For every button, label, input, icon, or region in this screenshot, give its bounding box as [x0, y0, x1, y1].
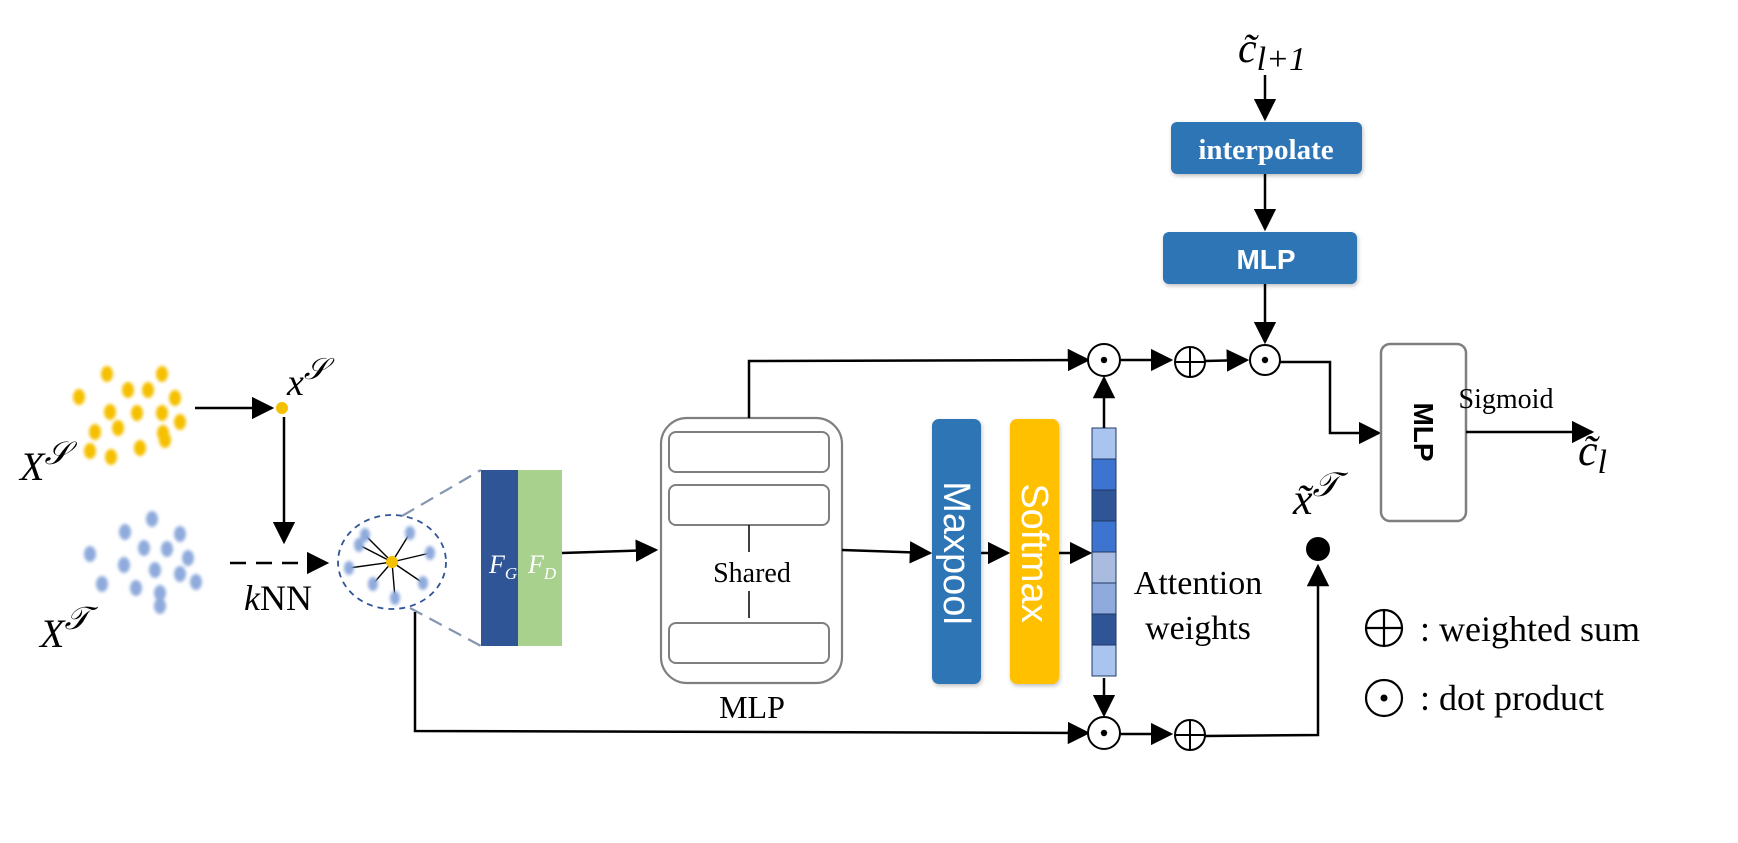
- bottom-weighted-sum-operator: [1174, 719, 1206, 751]
- attention-weight-cell: [1091, 489, 1117, 522]
- target-point-cloud: [84, 511, 202, 614]
- mlp-layer-2: [668, 484, 830, 526]
- attention-weight-cell: [1091, 458, 1117, 491]
- source-set-label: X𝒮: [18, 435, 77, 489]
- c-out-label: c̃l: [1578, 426, 1607, 481]
- zoom-line-top: [401, 469, 482, 517]
- right-mlp-label: MLP: [1408, 402, 1439, 461]
- shared-mlp-block: [659, 416, 844, 685]
- source-point-label: x𝒮: [286, 353, 335, 404]
- mlp-layer-1: [668, 431, 830, 473]
- target-set-label: X𝒯: [38, 600, 98, 656]
- feature-fd-label: FD: [527, 550, 557, 583]
- x-tilde-label: x̃𝒯: [1292, 467, 1349, 524]
- selected-source-point: [276, 402, 288, 414]
- x-tilde-output-point: [1306, 537, 1330, 561]
- mlp-to-top-dot-arrow: [747, 348, 1091, 418]
- dot-to-right-mlp-arrow: [1280, 360, 1382, 445]
- top-dot-product-operator: [1087, 343, 1121, 377]
- mlp-to-maxpool-arrow: [841, 541, 933, 564]
- top-weighted-sum-operator: [1174, 346, 1206, 378]
- legend: : weighted sum : dot product: [1364, 608, 1640, 718]
- interpolate-block: [1171, 122, 1362, 174]
- attention-label-line2: weights: [1145, 610, 1251, 647]
- knn-neighborhood: [337, 514, 447, 610]
- legend-dot-product-symbol: [1364, 678, 1404, 718]
- feature-to-mlp-arrow: [561, 539, 659, 562]
- attention-weight-cell: [1091, 551, 1117, 584]
- sigmoid-label: Sigmoid: [1459, 384, 1554, 415]
- attention-weight-cell: [1091, 427, 1117, 460]
- legend-weighted-sum-text: : weighted sum: [1420, 609, 1640, 649]
- attention-weight-cell: [1091, 644, 1117, 677]
- attention-weight-cell: [1091, 613, 1117, 646]
- attention-weights-column: [1091, 427, 1117, 677]
- feature-fg-label: FG: [488, 550, 517, 583]
- right-dot-product-operator: [1249, 344, 1281, 376]
- attention-weight-cell: [1091, 520, 1117, 553]
- legend-dot-product-text: : dot product: [1420, 678, 1604, 718]
- bottom-dot-product-operator: [1087, 716, 1121, 750]
- sum-to-right-dot-arrow: [1204, 349, 1250, 372]
- maxpool-label: Maxpool: [935, 481, 977, 625]
- softmax-block: [1010, 419, 1059, 684]
- mlp-caption: MLP: [719, 689, 785, 725]
- attention-label-line1: Attention: [1134, 565, 1262, 602]
- top-mlp-block: [1163, 232, 1357, 284]
- zoom-line-bottom: [409, 607, 482, 647]
- interpolate-label: interpolate: [1198, 134, 1333, 166]
- feature-fg-block: [481, 470, 518, 646]
- top-mlp-label: MLP: [1236, 244, 1295, 275]
- sum-to-x-tilde-arrow: [1204, 563, 1330, 738]
- mlp-layer-3: [668, 622, 830, 664]
- shared-label: Shared: [713, 558, 791, 589]
- attention-weight-cell: [1091, 582, 1117, 615]
- c-next-label: c̃l+1: [1238, 26, 1306, 78]
- neighborhood-to-bottom-dot-arrow: [413, 612, 1091, 745]
- feature-fd-block: [518, 470, 562, 646]
- legend-weighted-sum-symbol: [1364, 608, 1404, 648]
- source-point-cloud: [73, 366, 186, 465]
- knn-label: kNN: [244, 578, 312, 618]
- maxpool-block: [932, 419, 981, 684]
- softmax-label: Softmax: [1013, 483, 1055, 622]
